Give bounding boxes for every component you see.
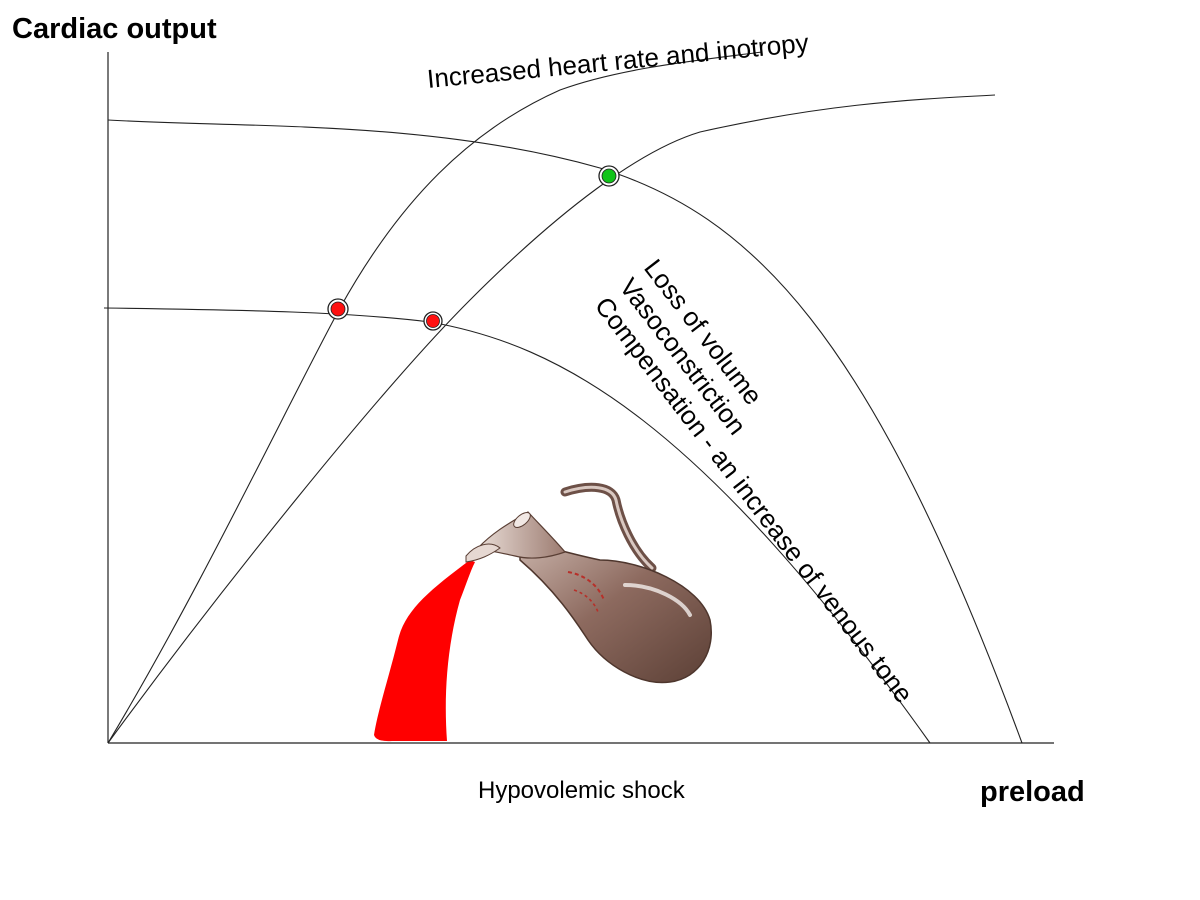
equilibrium-point-compensated <box>327 298 349 320</box>
x-axis-title: preload <box>980 776 1085 808</box>
y-axis-title: Cardiac output <box>12 13 217 45</box>
pouring-jug-icon <box>465 482 712 684</box>
equilibrium-point-normal <box>598 165 620 187</box>
venous-return-curve-normal <box>107 119 1023 744</box>
equilibrium-point-shock <box>423 311 443 331</box>
venous-return-curve-shock <box>103 307 931 744</box>
inotropy-curve-label: Increased heart rate and inotropy <box>426 27 810 94</box>
blood-stream <box>374 560 475 742</box>
diagram-caption: Hypovolemic shock <box>478 777 686 804</box>
cardiac-function-curve-inotropy <box>107 51 763 744</box>
cardiac-function-curve-normal <box>107 94 996 744</box>
